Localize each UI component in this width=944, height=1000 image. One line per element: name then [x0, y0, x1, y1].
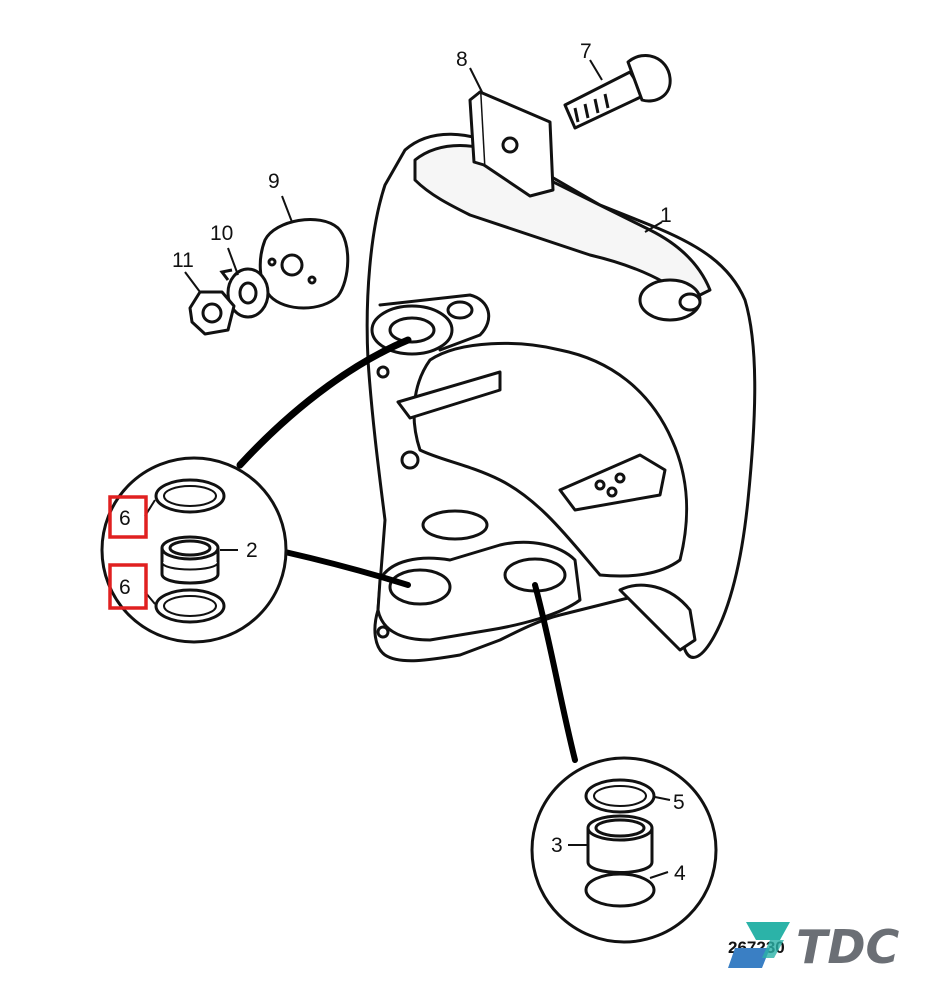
detail-leader-lower — [282, 549, 411, 588]
highlighted-callout-6-upper: 6 — [108, 495, 148, 539]
highlighted-callout-6-lower: 6 — [108, 563, 148, 610]
tab-plate-part-8 — [468, 90, 555, 198]
bolt-part-7 — [563, 53, 672, 130]
detail-leader-upper — [236, 336, 412, 469]
detail-circle-right — [530, 756, 718, 944]
callout-label-4: 4 — [674, 862, 686, 885]
detail-leader-right — [532, 582, 578, 763]
highlight-box — [108, 563, 148, 610]
callout-label-2: 2 — [246, 539, 258, 562]
tdc-logo-text: TDC — [796, 920, 900, 974]
cam-part-9 — [258, 218, 350, 310]
callout-label-8: 8 — [456, 48, 468, 71]
bracket-assembly — [365, 132, 757, 663]
bush-part-2 — [160, 535, 220, 585]
highlight-box — [108, 495, 148, 539]
callout-label-7: 7 — [580, 40, 592, 63]
callout-label-5: 5 — [673, 791, 685, 814]
callout-label-11: 11 — [172, 249, 194, 272]
shim-part-4 — [584, 872, 656, 908]
tdc-logo-mark-icon — [728, 922, 790, 968]
callout-label-6: 6 — [119, 507, 131, 530]
detail-circle-left — [100, 456, 288, 644]
callout-label-3: 3 — [551, 834, 563, 857]
washer-part-10 — [219, 267, 270, 319]
callout-label-6: 6 — [119, 576, 131, 599]
callout-label-9: 9 — [268, 170, 280, 193]
tdc-logo: TDC — [728, 920, 900, 974]
nut-part-11 — [188, 290, 236, 336]
callout-leaders — [184, 59, 663, 293]
bush-part-3 — [586, 814, 654, 874]
callout-label-1: 1 — [660, 204, 672, 227]
callout-label-10: 10 — [210, 222, 233, 245]
